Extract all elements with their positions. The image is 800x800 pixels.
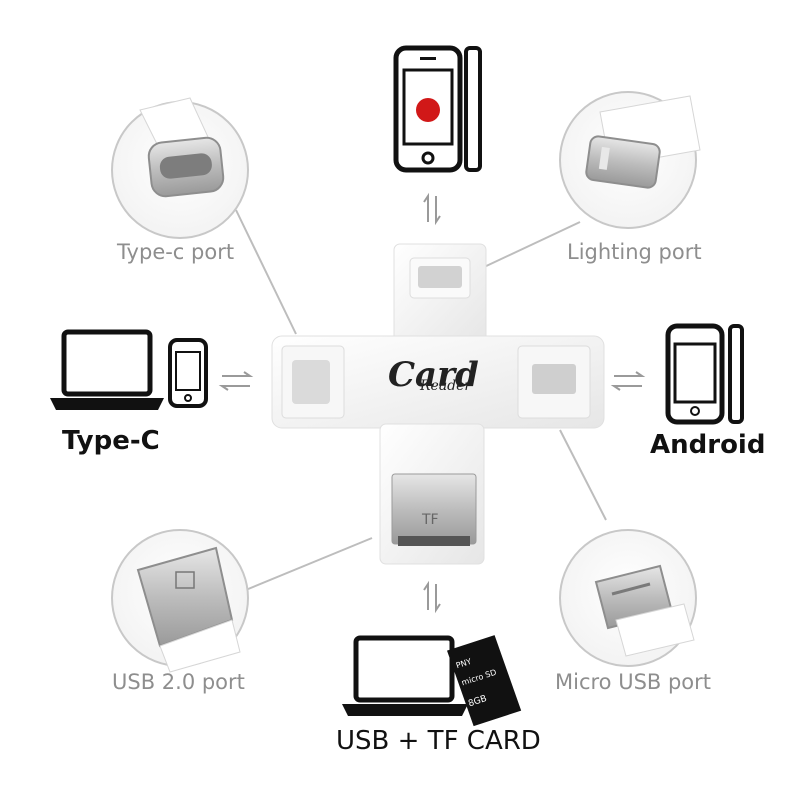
card-reader-logo: Card [388,355,479,395]
usb-2-port-label: USB 2.0 port [112,670,245,694]
card-reader-device: TF Card Reader [271,243,605,565]
micro-usb-port-label: Micro USB port [555,670,712,694]
laptop-and-phone-icon [50,329,208,410]
type-c-device-label: Type-C [62,426,160,456]
usb-tf-card-device-label: USB + TF CARD [336,726,541,756]
type-c-port-label: Type-c port [117,240,235,264]
lighting-port-label: Lighting port [567,240,702,264]
double-arrow-icon [218,192,646,614]
android-phone-icon [665,323,744,425]
micro-usb-port-circle [559,529,697,667]
card-reader-logo-sub: Reader [419,378,472,394]
laptop-and-sd-card-icon: PNY micro SD 8GB [342,635,522,727]
type-c-port-circle [111,97,249,239]
android-device-label: Android [650,430,766,460]
tf-slot-mark: TF [421,512,439,528]
iphone-icon [393,45,482,173]
usb-2-port-circle [111,529,249,673]
lighting-port-circle [559,91,701,229]
connector-lines [235,209,607,595]
